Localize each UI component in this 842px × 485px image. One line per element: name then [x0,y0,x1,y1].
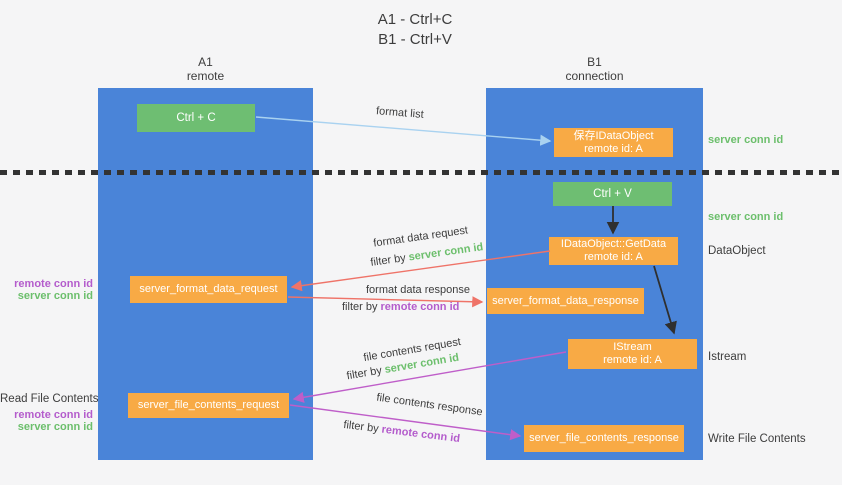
server-file-contents-response-node: server_file_contents_response [524,425,684,452]
file-response-label: server_file_contents_response [529,432,679,444]
filter-by-remote-conn-id-label-2: filter by remote conn id [343,419,461,445]
server-format-data-response-node: server_format_data_response [487,288,644,314]
filter-by-text: filter by [345,364,386,383]
read-file-contents-label: Read File Contents [0,393,99,405]
save-idataobject-line1: 保存IDataObject [573,129,654,142]
idataobject-getdata-node: IDataObject::GetData remote id: A [549,237,678,265]
ctrl-v-node: Ctrl + V [553,182,672,206]
conn-id-side-labels-lower: remote conn id server conn id [0,409,93,433]
lane-a-role: remote [186,69,225,83]
conn-id-side-labels-upper: remote conn id server conn id [0,278,93,302]
lane-a-id: A1 [198,55,213,69]
server-file-contents-request-node: server_file_contents_request [128,393,289,418]
server-format-data-request-node: server_format_data_request [130,276,287,303]
ctrl-c-node: Ctrl + C [137,104,255,132]
server-conn-id-side-label: server conn id [17,421,93,433]
format-data-response-label: format data response [366,284,470,296]
save-idataobject-node: 保存IDataObject remote id: A [554,128,673,157]
filter-by-remote-conn-id-label-1: filter by remote conn id [342,301,459,313]
ctrl-c-label: Ctrl + C [176,111,216,124]
write-file-contents-label: Write File Contents [708,433,806,445]
title-line-1: A1 - Ctrl+C [377,11,453,28]
remote-conn-id-side-label: remote conn id [14,278,93,290]
lane-b-id: B1 [587,55,602,69]
istream-node: IStream remote id: A [568,339,697,369]
lane-b-header: B1 connection [486,55,703,83]
lane-a-header: A1 remote [98,55,313,83]
server-conn-id-text: server conn id [407,241,485,264]
remote-conn-id-text: remote conn id [380,423,461,446]
format-list-label: format list [375,105,425,121]
title-line-2: B1 - Ctrl+V [378,31,452,48]
save-idataobject-line2: remote id: A [584,142,643,155]
server-conn-id-side-label: server conn id [17,290,93,302]
istream-line1: IStream [613,341,652,353]
remote-conn-id-side-label: remote conn id [14,409,93,421]
format-request-label: server_format_data_request [139,283,278,295]
filter-by-text: filter by [342,418,383,436]
filter-by-text: filter by [369,251,410,269]
istream-side-label: Istream [708,351,747,363]
remote-conn-id-text: remote conn id [380,301,460,313]
server-conn-id-side-label-top: server conn id [708,134,784,146]
file-request-label: server_file_contents_request [137,399,280,411]
server-conn-id-side-label-mid: server conn id [708,211,784,223]
filter-by-text: filter by [342,301,381,313]
file-contents-response-label: file contents response [375,391,484,419]
dataobject-side-label: DataObject [708,245,766,257]
machine-boundary-dotted-line [0,170,842,175]
ctrl-v-label: Ctrl + V [593,187,632,200]
diagram-title: A1 - Ctrl+C B1 - Ctrl+V [330,10,500,50]
format-response-label: server_format_data_response [492,294,639,307]
istream-line2: remote id: A [603,354,662,366]
getdata-line2: remote id: A [584,251,643,263]
getdata-line1: IDataObject::GetData [560,238,667,250]
lane-b-role: connection [565,69,624,83]
